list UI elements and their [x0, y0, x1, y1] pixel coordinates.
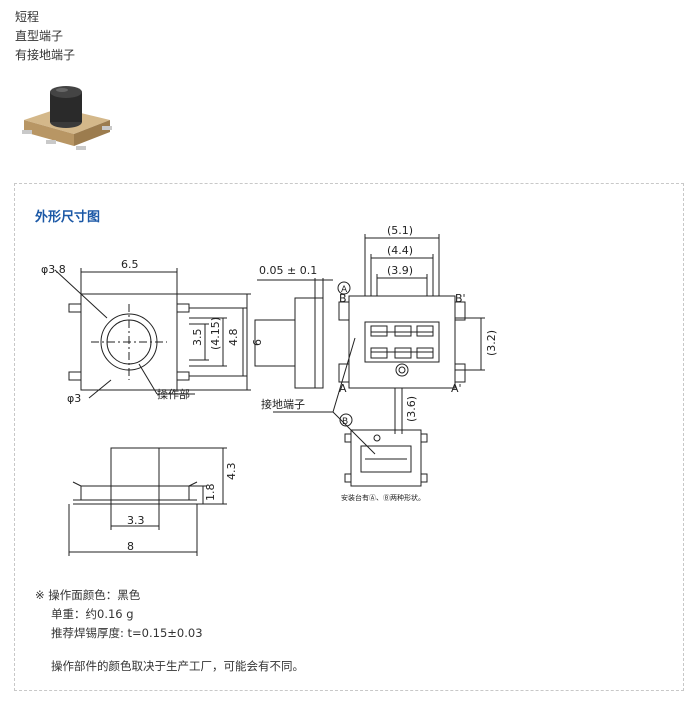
dim-phi3: φ3	[67, 392, 81, 405]
dim-w8: 8	[127, 540, 134, 553]
pin-b-prime: B'	[455, 292, 466, 305]
dim-phi38: φ3.8	[41, 263, 66, 276]
dim-h415: (4.15)	[209, 317, 222, 350]
section-title: 外形尺寸图	[35, 210, 101, 225]
dim-h6: 6	[251, 339, 264, 346]
dim-h43: 4.3	[225, 463, 238, 481]
dimension-drawing: φ3.8 6.5 φ3 操作部 3.5 (4.15) 4.8 6 0.05 ± …	[41, 224, 498, 556]
pin-a-prime: A'	[451, 382, 462, 395]
dim-w44: (4.4)	[387, 244, 413, 257]
dim-w39: (3.9)	[387, 264, 413, 277]
dim-h36: (3.6)	[405, 396, 418, 422]
note-disclaimer: 操作部件的颜色取决于生产工厂，可能会有不同。	[51, 659, 304, 673]
feature-tags: 短程 直型端子 有接地端子	[15, 8, 75, 65]
tag-short-stroke: 短程	[15, 10, 40, 24]
mark-b-circle: B	[342, 417, 348, 427]
label-ground-terminal: 接地端子	[261, 398, 305, 411]
dim-w33: 3.3	[127, 514, 145, 527]
pin-a: A	[339, 382, 347, 395]
dim-w65: 6.5	[121, 258, 139, 271]
pin-b: B	[339, 292, 347, 305]
mount-note: 安装台有Ⓐ、Ⓑ两种形状。	[341, 493, 425, 502]
tag-straight-terminal: 直型端子	[15, 29, 64, 43]
tag-ground-terminal: 有接地端子	[15, 48, 76, 62]
dim-h18: 1.8	[204, 484, 217, 502]
dimension-panel: 外形尺寸图	[14, 183, 684, 691]
mark-a-circle: A	[341, 285, 348, 295]
note-solder: 推荐焊锡厚度: t=0.15±0.03	[51, 626, 203, 640]
dim-t005: 0.05 ± 0.1	[259, 264, 317, 277]
dim-h35: 3.5	[191, 329, 204, 347]
notes-block: ※ 操作面颜色：黑色 单重：约0.16 g 推荐焊锡厚度: t=0.15±0.0…	[35, 586, 304, 676]
top-view-body	[80, 293, 178, 391]
dim-w51: (5.1)	[387, 224, 413, 237]
dim-h32: (3.2)	[485, 330, 498, 356]
note-weight: 单重：约0.16 g	[51, 607, 134, 621]
label-operating-part: 操作部	[157, 387, 190, 401]
note-color: ※ 操作面颜色：黑色	[35, 588, 141, 602]
dim-h48: 4.8	[227, 329, 240, 347]
product-photo	[22, 86, 112, 150]
